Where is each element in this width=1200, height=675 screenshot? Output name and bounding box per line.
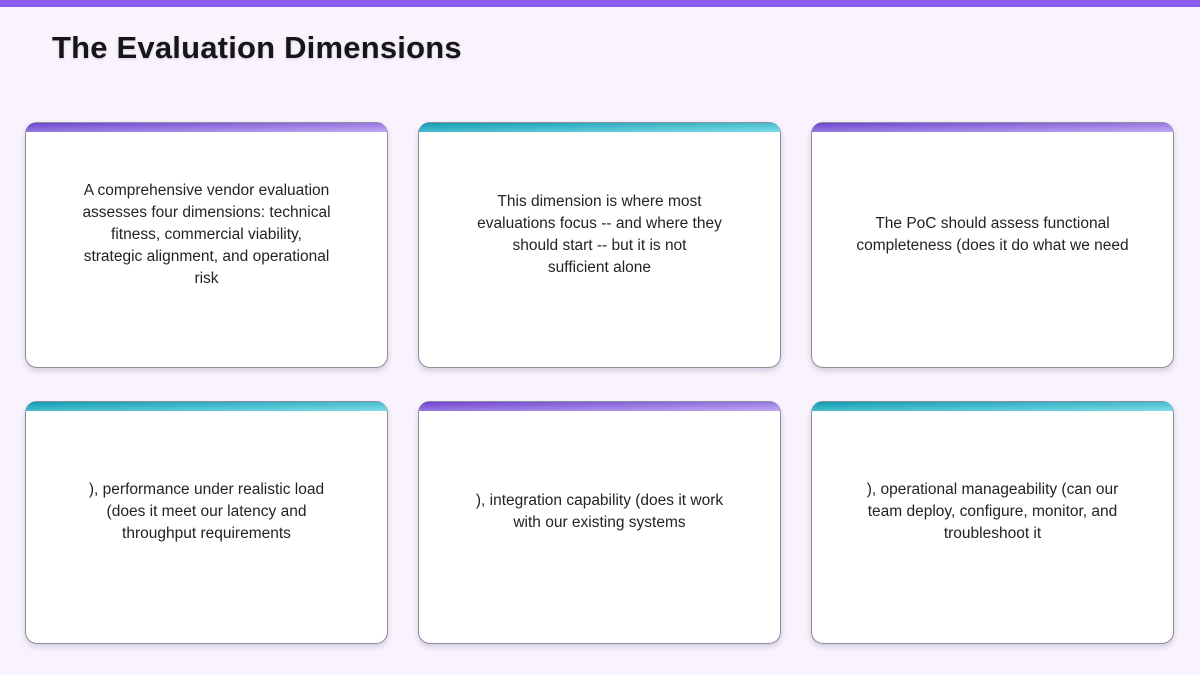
card-accent-strip	[26, 123, 387, 132]
card-accent-strip	[419, 402, 780, 411]
card-text: A comprehensive vendor evaluation assess…	[82, 181, 331, 287]
card-text: The PoC should assess functional complet…	[856, 214, 1129, 254]
card-body: This dimension is where most evaluations…	[419, 132, 780, 367]
card-body: The PoC should assess functional complet…	[812, 132, 1173, 367]
card-evaluation-dimensions: A comprehensive vendor evaluation assess…	[25, 122, 388, 368]
card-body: ), operational manageability (can our te…	[812, 411, 1173, 643]
card-body: ), integration capability (does it work …	[419, 411, 780, 643]
card-accent-strip	[812, 123, 1173, 132]
card-integration-capability: ), integration capability (does it work …	[418, 401, 781, 644]
top-accent-bar	[0, 0, 1200, 7]
card-text: This dimension is where most evaluations…	[477, 192, 722, 276]
card-dimension-focus: This dimension is where most evaluations…	[418, 122, 781, 368]
card-performance-under-load: ), performance under realistic load (doe…	[25, 401, 388, 644]
card-text: ), operational manageability (can our te…	[866, 481, 1119, 542]
card-text: ), performance under realistic load (doe…	[88, 481, 325, 542]
page-title: The Evaluation Dimensions	[52, 30, 462, 65]
card-accent-strip	[419, 123, 780, 132]
card-accent-strip	[812, 402, 1173, 411]
card-body: ), performance under realistic load (doe…	[26, 411, 387, 643]
card-accent-strip	[26, 402, 387, 411]
card-poc-functional-completeness: The PoC should assess functional complet…	[811, 122, 1174, 368]
card-operational-manageability: ), operational manageability (can our te…	[811, 401, 1174, 644]
cards-grid: A comprehensive vendor evaluation assess…	[25, 122, 1174, 644]
card-body: A comprehensive vendor evaluation assess…	[26, 132, 387, 367]
card-text: ), integration capability (does it work …	[475, 492, 724, 531]
